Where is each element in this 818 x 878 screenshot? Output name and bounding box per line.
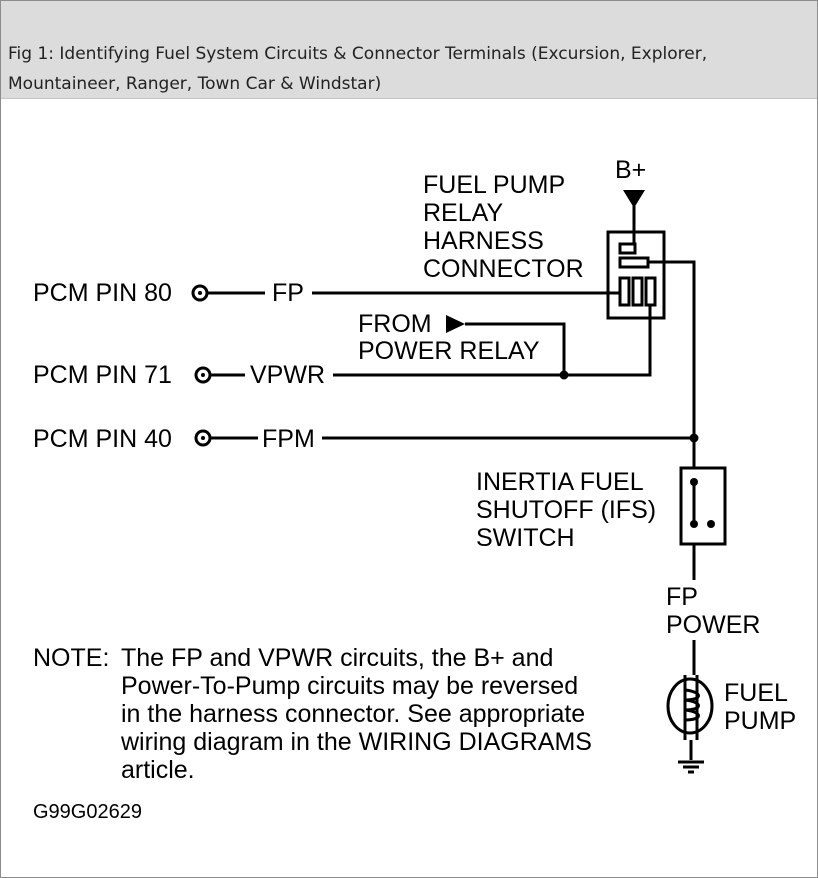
relay-connector-label: FUEL PUMP RELAY HARNESS CONNECTOR [423,171,584,283]
power-relay-feed [446,315,566,375]
fp-label: FP [272,279,304,307]
note-body: The FP and VPWR circuits, the B+ and Pow… [120,644,599,784]
from-power-relay-label: FROM POWER RELAY [358,310,540,365]
pcm-pin-80-label: PCM PIN 80 [33,279,172,307]
note-prefix: NOTE: [33,644,109,672]
figure-id: G99G02629 [33,801,142,823]
fuel-pump-symbol [666,675,714,760]
fuel-pump-label: FUEL PUMP [724,679,796,735]
pcm-pin-71-label: PCM PIN 71 [33,361,172,389]
relay-harness-connector [606,230,666,320]
caption-bar: Fig 1: Identifying Fuel System Circuits … [1,1,817,99]
b-plus-label: B+ [615,156,646,184]
ifs-switch [679,466,727,580]
ground-icon [678,760,704,774]
b-plus-arrow [623,190,645,244]
figure-caption: Fig 1: Identifying Fuel System Circuits … [8,44,708,94]
vpwr-label: VPWR [250,361,325,389]
fp-power-label: FP POWER [666,583,760,639]
power-to-pump-wire [648,260,696,468]
fp-wire [191,284,620,302]
ifs-switch-label: INERTIA FUEL SHUTOFF (IFS) SWITCH [476,468,663,552]
pcm-pin-40-label: PCM PIN 40 [33,425,172,453]
fpm-wire [194,429,699,447]
fpm-label: FPM [262,425,315,453]
